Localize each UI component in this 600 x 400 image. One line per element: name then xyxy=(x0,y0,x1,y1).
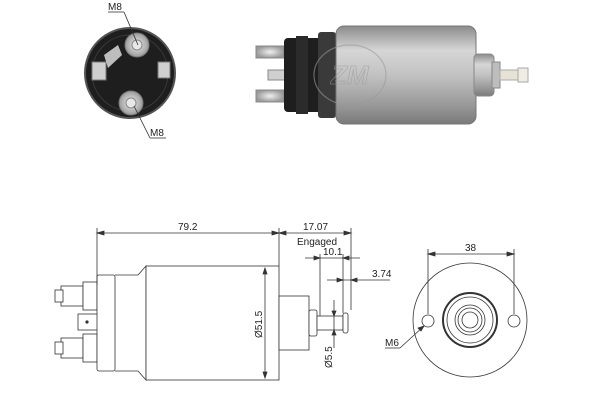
watermark-logo: ZM xyxy=(330,60,370,90)
mount-hole-right xyxy=(507,314,521,328)
label-engaged: Engaged xyxy=(297,237,337,248)
drawing-end-view: 38 M6 xyxy=(385,243,528,378)
photo-side-view: ZM xyxy=(255,25,529,125)
label-m8-top: M8 xyxy=(108,2,122,13)
drawing-side-view: Ø51.5 Ø5.5 79.2 17.07 Engaged 10.1 xyxy=(54,222,392,382)
photo-end-view: M8 M8 xyxy=(84,2,176,139)
dim-engaged-offset: 10.1 xyxy=(323,247,343,258)
dim-body-diameter: Ø51.5 xyxy=(254,310,265,338)
label-hole-thread: M6 xyxy=(385,338,399,349)
mount-hole-left xyxy=(421,314,435,328)
terminal-bottom xyxy=(118,90,144,116)
terminal-top xyxy=(124,32,150,58)
dim-plunger-travel: 17.07 xyxy=(303,222,328,233)
dim-tip-length: 3.74 xyxy=(372,269,392,280)
dim-hole-spacing: 38 xyxy=(465,243,477,254)
label-m8-bottom: M8 xyxy=(150,128,164,139)
dim-tip-diameter: Ø5.5 xyxy=(324,346,335,368)
dim-body-length: 79.2 xyxy=(178,222,198,233)
